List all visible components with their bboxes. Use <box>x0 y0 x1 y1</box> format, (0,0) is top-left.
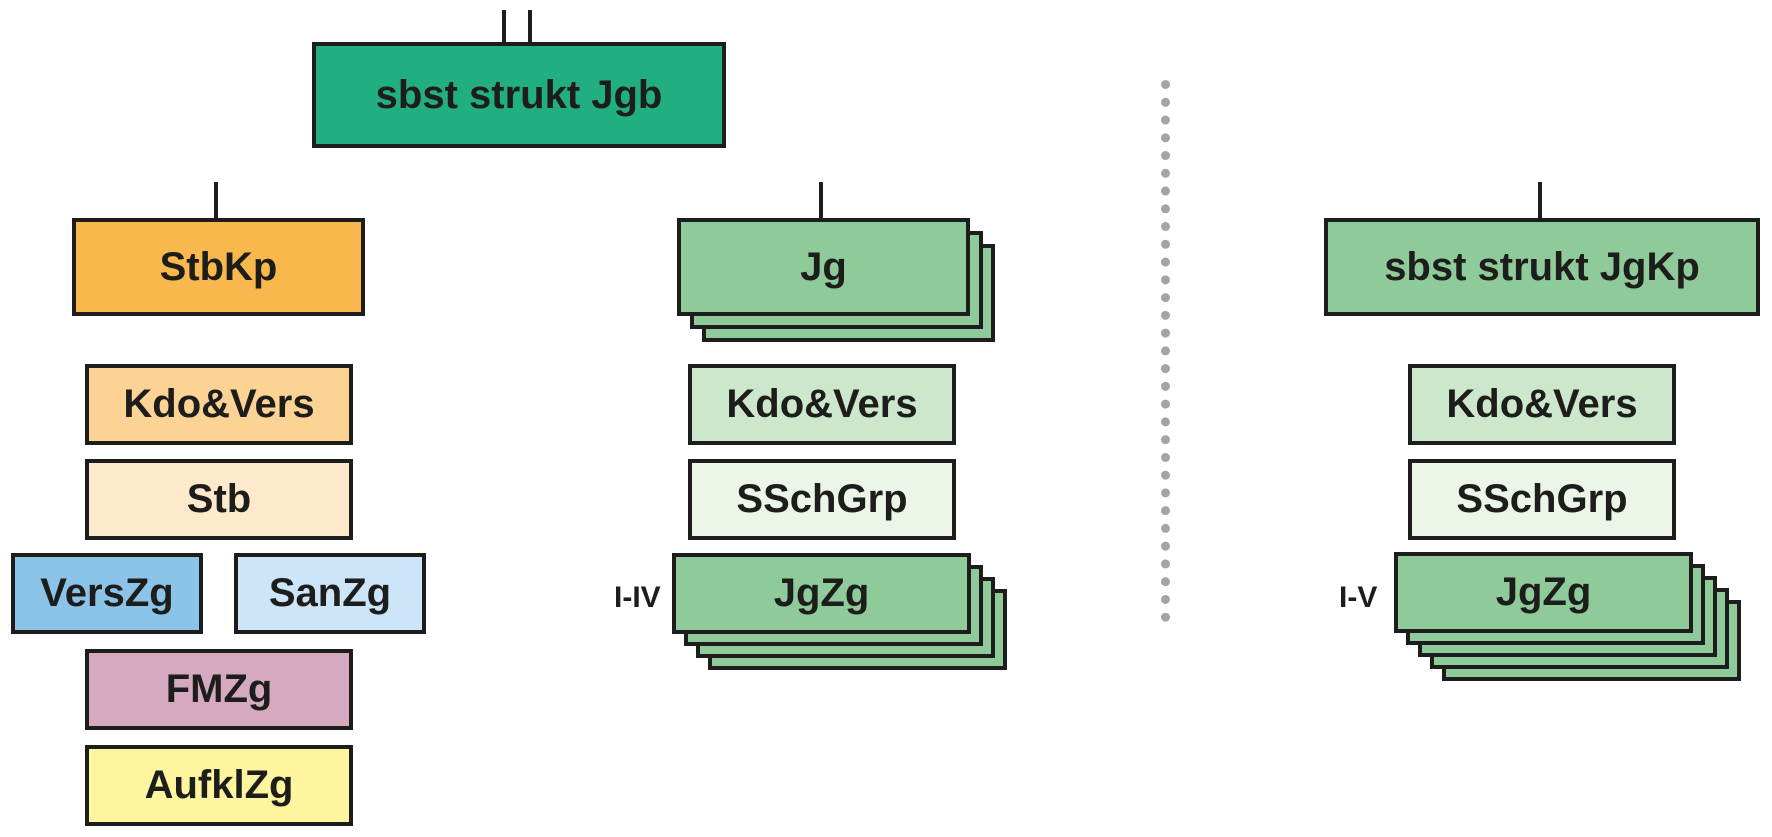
stbkp-header-label: StbKp <box>159 244 278 289</box>
stbkp-kdo-box: Kdo&Vers <box>85 364 353 445</box>
top-unit-label: sbst strukt Jgb <box>375 72 663 117</box>
jgkp-sschgrp-box: SSchGrp <box>1408 459 1676 540</box>
jgkp-sschgrp-label: SSchGrp <box>1456 477 1628 521</box>
stbkp-aufklzg-label: AufklZg <box>144 763 294 807</box>
jg-sschgrp-box: SSchGrp <box>688 459 956 540</box>
jg-jgzg-box: JgZg <box>672 553 971 634</box>
jg-header-box: Jg <box>677 218 970 316</box>
stbkp-stb-label: Stb <box>186 477 252 521</box>
stbkp-sanzg-box: SanZg <box>234 553 426 634</box>
jgkp-jgzg-range-label: I-V <box>1339 581 1378 614</box>
jgkp-kdo-label: Kdo&Vers <box>1446 382 1638 426</box>
top-connector-right <box>528 10 532 42</box>
jg-jgzg-range-label: I-IV <box>614 581 661 614</box>
stbkp-kdo-label: Kdo&Vers <box>123 382 315 426</box>
stbkp-connector <box>214 182 218 220</box>
stbkp-header-box: StbKp <box>72 218 365 316</box>
stbkp-fmzg-label: FMZg <box>165 667 273 711</box>
jg-header-label: Jg <box>800 244 847 289</box>
stbkp-fmzg-box: FMZg <box>85 649 353 730</box>
jgkp-kdo-box: Kdo&Vers <box>1408 364 1676 445</box>
jg-kdo-box: Kdo&Vers <box>688 364 956 445</box>
jgkp-header-box: sbst strukt JgKp <box>1324 218 1760 316</box>
top-connector-left <box>502 10 506 42</box>
stbkp-sanzg-label: SanZg <box>268 571 392 615</box>
jg-connector <box>819 182 823 220</box>
jgkp-connector <box>1538 182 1542 220</box>
stbkp-stb-box: Stb <box>85 459 353 540</box>
jg-jgzg-label: JgZg <box>773 571 870 615</box>
stbkp-verszg-label: VersZg <box>40 571 174 615</box>
column-divider <box>1161 80 1170 622</box>
jgkp-header-label: sbst strukt JgKp <box>1384 244 1700 289</box>
jg-kdo-label: Kdo&Vers <box>726 382 918 426</box>
stbkp-aufklzg-box: AufklZg <box>85 745 353 826</box>
top-unit-box: sbst strukt Jgb <box>312 42 726 148</box>
jgkp-jgzg-label: JgZg <box>1495 570 1592 614</box>
jgkp-jgzg-box: JgZg <box>1394 552 1693 633</box>
stbkp-verszg-box: VersZg <box>11 553 203 634</box>
jg-sschgrp-label: SSchGrp <box>736 477 908 521</box>
